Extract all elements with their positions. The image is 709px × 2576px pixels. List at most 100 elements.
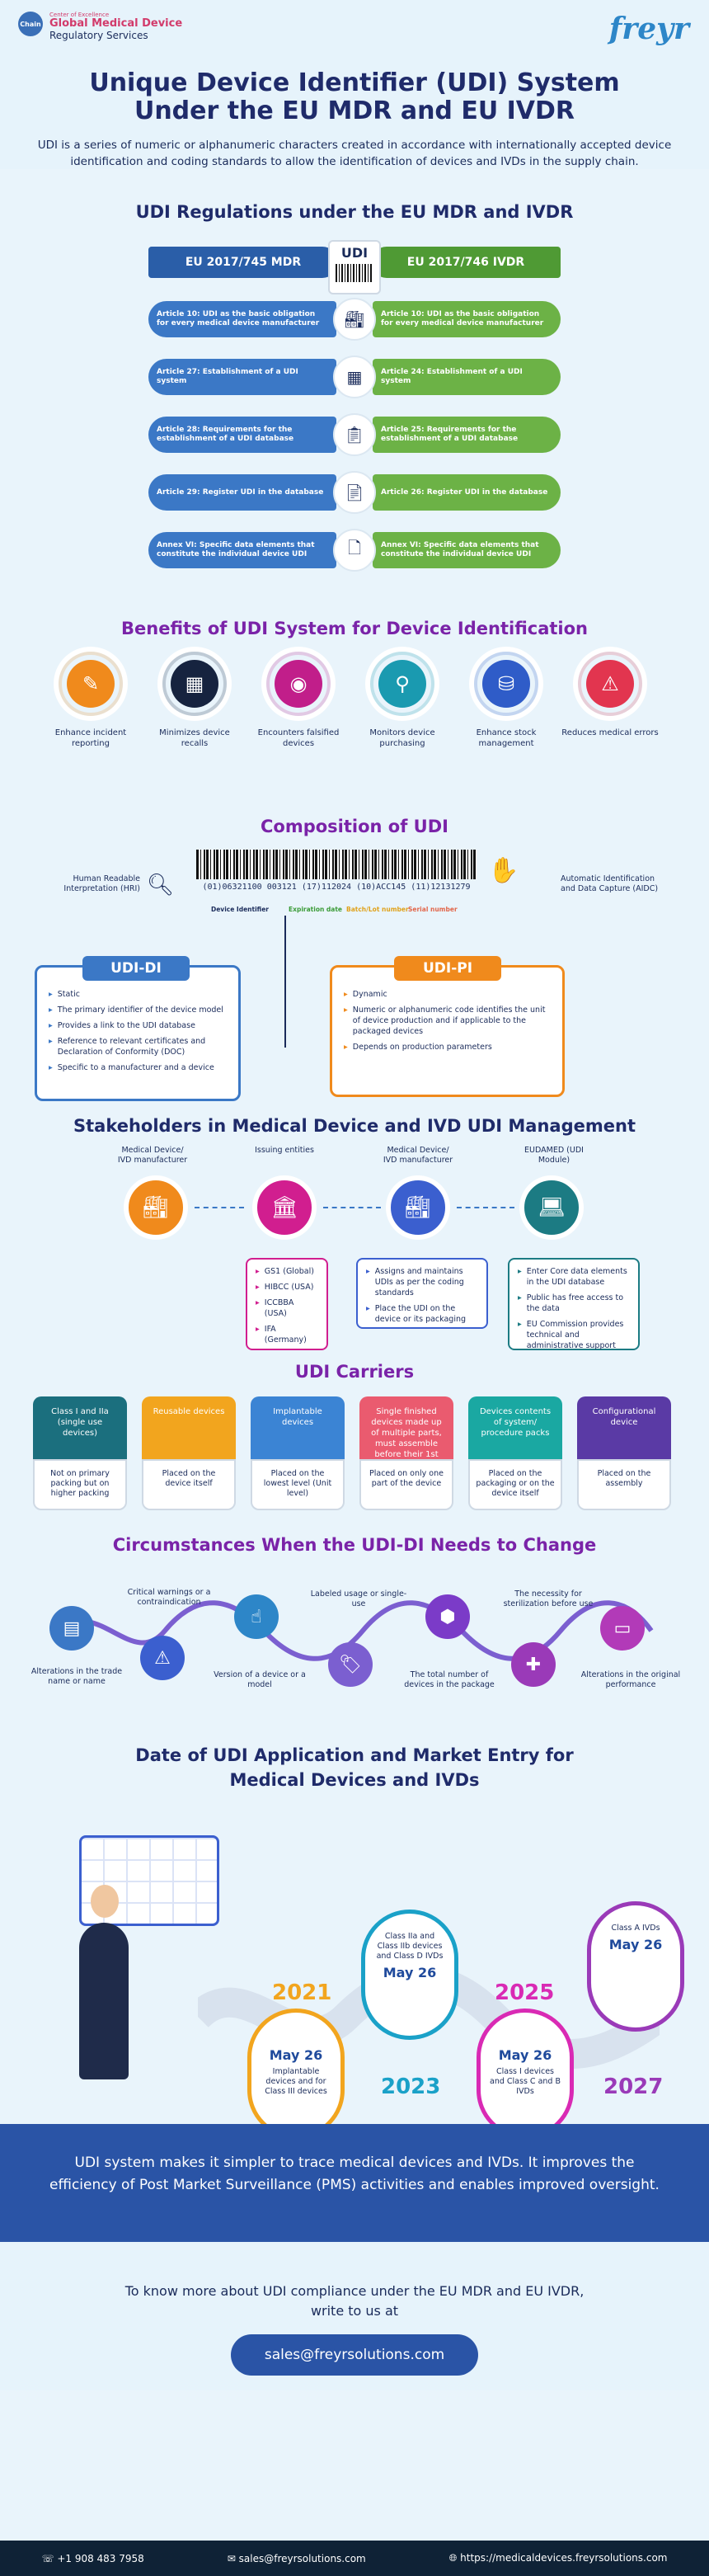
- circ-top-label-2: Labeled usage or single-use: [310, 1589, 407, 1608]
- issuers-box: ▸GS1 (Global)▸HIBCC (USA)▸ICCBBA (USA)▸I…: [246, 1258, 328, 1350]
- header: Chain Center of Excellence Global Medica…: [0, 0, 709, 169]
- regs-heading: UDI Regulations under the EU MDR and IVD…: [135, 202, 574, 222]
- dates-heading-line-2: Medical Devices and IVDs: [229, 1770, 480, 1790]
- list-item: ▸Public has free access to the data: [518, 1293, 630, 1314]
- date-card-text: Class A IVDs: [611, 1924, 660, 1933]
- barcode-text: (01)06321100 003121 (17)112024 (10)ACC14…: [202, 883, 471, 892]
- benefit-ring: ◉: [266, 652, 331, 716]
- phone-contact[interactable]: ☏ +1 908 483 7958: [41, 2553, 143, 2564]
- ivdr-article-pill: Article 25: Requirements for the establi…: [373, 417, 561, 453]
- udi-di-card: UDI-DI ▸Static▸The primary identifier of…: [35, 956, 241, 1101]
- benefit-item: ◉Encounters falsified devices: [249, 652, 348, 749]
- benefit-item: ⚠ Reduces medical errors: [561, 652, 660, 738]
- carrier-type: Single finished devices made up of multi…: [359, 1396, 453, 1470]
- factory-icon: 🏭︎: [124, 1175, 188, 1240]
- phone-text: +1 908 483 7958: [57, 2552, 144, 2564]
- contact-bar: ☏ +1 908 483 7958 ✉ sales@freyrsolutions…: [0, 2541, 709, 2576]
- bullet-icon: ▸: [256, 1267, 260, 1276]
- freyr-logo[interactable]: freyr: [608, 12, 689, 46]
- benefit-icon: ✎: [67, 660, 115, 708]
- ivdr-article-pill: Annex VI: Specific data elements that co…: [373, 532, 561, 568]
- qr-code-icon: ▦: [333, 356, 376, 398]
- bullet-icon: ▸: [49, 1005, 53, 1015]
- ivdr-article-pill: Article 10: UDI as the basic obligation …: [373, 301, 561, 337]
- bullet-icon: ▸: [256, 1298, 260, 1307]
- list-item: ▸GS1 (Global): [256, 1266, 318, 1277]
- bullet-icon: ▸: [518, 1267, 522, 1276]
- udi-pi-list: ▸Dynamic▸Numeric or alphanumeric code id…: [344, 989, 551, 1053]
- date-card-date: May 26: [383, 1965, 437, 1980]
- businessman-head: [91, 1885, 119, 1918]
- list-item: ▸ICCBBA (USA): [256, 1297, 318, 1319]
- page-title: Unique Device Identifier (UDI) System Un…: [0, 69, 709, 125]
- benefit-ring: ✎: [59, 652, 123, 716]
- email-contact[interactable]: ✉ sales@freyrsolutions.com: [228, 2553, 366, 2564]
- carrier-placement: Placed on the lowest level (Unit level): [251, 1459, 345, 1510]
- hand-icon: ☝: [234, 1594, 279, 1639]
- list-item-text: Specific to a manufacturer and a device: [57, 1063, 214, 1072]
- arrow-1: [195, 1207, 244, 1208]
- benefit-label: Reduces medical errors: [561, 728, 659, 737]
- circumstances-section: Circumstances When the UDI-DI Needs to C…: [0, 1530, 709, 1736]
- udi-badge: UDI: [328, 240, 381, 294]
- carrier-placement: Placed on the packaging or on the device…: [468, 1459, 562, 1510]
- bullet-icon: ▸: [256, 1283, 260, 1292]
- email-cta-button[interactable]: sales@freyrsolutions.com: [231, 2334, 478, 2376]
- bullet-icon: ▸: [518, 1293, 522, 1302]
- org-name: Global Medical Device: [49, 17, 183, 30]
- list-item-text: Dynamic: [352, 990, 387, 999]
- legend-serial: Serial number: [408, 906, 458, 913]
- year-label: 2023: [381, 2074, 441, 2099]
- list-item: ▸Assigns and maintains UDIs as per the c…: [366, 1266, 478, 1298]
- mdr-article-pill: Article 29: Register UDI in the database: [148, 474, 336, 511]
- ivdr-article-pill: Article 26: Register UDI in the database: [373, 474, 561, 511]
- bullet-icon: ▸: [49, 990, 53, 999]
- date-card-text: Implantable devices and for Class III de…: [265, 2067, 327, 2096]
- benefit-item: ⛁Enhance stock management: [457, 652, 556, 749]
- list-item-text: Depends on production parameters: [352, 1043, 492, 1052]
- mdr-article-pill: Article 28: Requirements for the establi…: [148, 417, 336, 453]
- dates-heading: Date of UDI Application and Market Entry…: [0, 1743, 709, 1792]
- bank-icon: 🏛︎: [252, 1175, 317, 1240]
- label-eudamed: EUDAMED (UDI Module): [524, 1146, 584, 1165]
- benefit-icon: ⚠: [586, 660, 634, 708]
- syringe-icon: ✚: [511, 1642, 556, 1687]
- bullet-icon: ▸: [49, 1037, 53, 1046]
- monitor-icon: ▭: [600, 1606, 645, 1651]
- carrier-type: Class I and IIa (single use devices): [33, 1396, 127, 1459]
- legend-device-identifier: Device Identifier: [211, 906, 270, 913]
- benefit-icon: ⚲: [378, 660, 426, 708]
- circ-top-label-1: Critical warnings or a contraindication: [127, 1588, 211, 1607]
- label-issuing: Issuing entities: [255, 1146, 314, 1155]
- udi-pi-title: UDI-PI: [394, 956, 501, 981]
- eudamed-icon: 💻︎: [519, 1175, 584, 1240]
- date-card: Class IIa and Class IIb devices and Clas…: [361, 1910, 458, 2040]
- date-card-text: Class I devices and Class C and B IVDs: [490, 2067, 561, 2096]
- legend-batch: Batch/Lot number: [346, 906, 409, 913]
- brand-block: Chain Center of Excellence Global Medica…: [18, 12, 182, 41]
- benefit-ring: ⚲: [370, 652, 434, 716]
- benefit-item: ▦Minimizes device recalls: [145, 652, 244, 749]
- carrier-type: Reusable devices: [142, 1396, 236, 1459]
- list-item-text: EU Commission provides technical and adm…: [526, 1320, 624, 1350]
- list-item: ▸Depends on production parameters: [344, 1042, 551, 1053]
- carriers-section: UDI Carriers Class I and IIa (single use…: [0, 1357, 709, 1530]
- website-contact[interactable]: 🌐︎ https://medicaldevices.freyrsolutions…: [449, 2552, 668, 2564]
- hri-label: Human Readable Interpretation (HRI): [63, 874, 140, 893]
- mdr-article-pill: Annex VI: Specific data elements that co…: [148, 532, 336, 568]
- benefit-item: ⚲Monitors device purchasing: [353, 652, 452, 749]
- udi-barcode: [196, 850, 477, 879]
- title-line-2: Under the EU MDR and EU IVDR: [134, 97, 575, 125]
- org-subtitle: Regulatory Services: [49, 30, 148, 41]
- year-label: 2021: [272, 1980, 332, 2005]
- bullet-icon: ▸: [518, 1320, 522, 1329]
- divider-line: [284, 916, 286, 1048]
- stakeholders-heading: Stakeholders in Medical Device and IVD U…: [73, 1116, 636, 1136]
- label-manufacturer-1: Medical Device/ IVD manufacturer: [117, 1146, 188, 1165]
- circumstances-heading: Circumstances When the UDI-DI Needs to C…: [112, 1535, 597, 1555]
- label-manufacturer-2: Medical Device/ IVD manufacturer: [383, 1146, 453, 1165]
- circ-bottom-label-4: Alterations in the original performance: [580, 1670, 681, 1689]
- list-item: ▸Reference to relevant certificates and …: [49, 1036, 227, 1057]
